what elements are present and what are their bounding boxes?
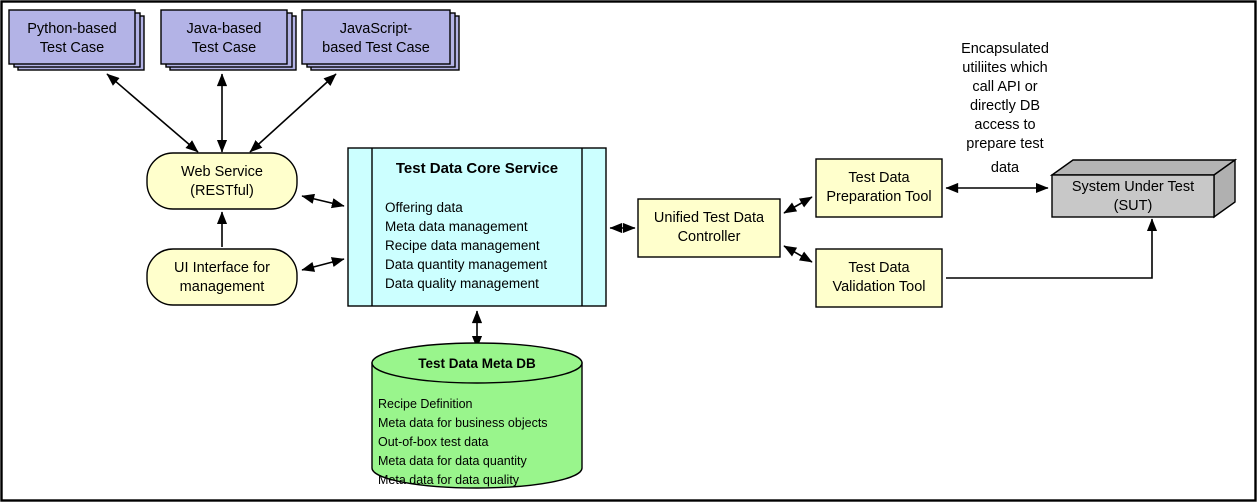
node-test-data-preparation-tool[interactable]: Test Data Preparation Tool — [815, 158, 943, 218]
node-test-data-core-service[interactable]: Test Data Core Service Offering data Met… — [347, 147, 607, 307]
node-test-data-meta-db[interactable]: Test Data Meta DB Recipe Definition Meta… — [371, 342, 583, 489]
core-service-feature-3: Recipe data management — [385, 238, 540, 253]
preparation-tool-shape — [815, 158, 943, 218]
sut-label-1: System Under Test — [1072, 179, 1194, 195]
annotation-line-5: access to — [974, 117, 1035, 133]
preparation-tool-label-2: Preparation Tool — [826, 189, 931, 205]
annotation-line-4: directly DB — [970, 98, 1040, 114]
node-javascript-test-case[interactable]: JavaScript- based Test Case — [301, 9, 460, 71]
annotation-line-6: prepare test — [966, 136, 1043, 152]
sut-front-face — [1051, 174, 1215, 218]
core-service-title: Test Data Core Service — [396, 160, 558, 177]
database-entry-2: Meta data for business objects — [378, 416, 548, 430]
validation-tool-label-2: Validation Tool — [833, 279, 926, 295]
annotation-line-7: data — [991, 160, 1020, 176]
connector-webservice-coreservice — [301, 193, 345, 209]
python-test-case-label-1: Python-based — [27, 21, 116, 37]
javascript-card-front — [301, 9, 451, 65]
validation-tool-label-1: Test Data — [848, 260, 910, 276]
node-web-service[interactable]: Web Service (RESTful) — [146, 152, 298, 210]
sut-label-2: (SUT) — [1114, 198, 1153, 214]
node-ui-interface[interactable]: UI Interface for management — [146, 248, 298, 306]
web-service-label-2: (RESTful) — [190, 183, 254, 199]
javascript-test-case-label-1: JavaScript- — [340, 21, 413, 37]
database-entry-1: Recipe Definition — [378, 397, 473, 411]
ui-interface-label-1: UI Interface for — [174, 260, 270, 276]
core-service-feature-2: Meta data management — [385, 219, 528, 234]
core-service-feature-1: Offering data — [385, 200, 463, 215]
database-top-ellipse — [371, 342, 583, 384]
node-test-data-validation-tool[interactable]: Test Data Validation Tool — [815, 248, 943, 308]
connector-python-webservice — [106, 73, 199, 153]
web-service-shape — [146, 152, 298, 210]
ui-interface-label-2: management — [180, 279, 265, 295]
database-body — [371, 362, 583, 489]
annotation-line-1: Encapsulated — [961, 41, 1049, 57]
connector-controller-preparation — [783, 196, 813, 214]
node-java-test-case[interactable]: Java-based Test Case — [160, 9, 297, 71]
controller-shape — [637, 198, 781, 258]
connector-javascript-webservice — [249, 73, 337, 153]
database-entry-4: Meta data for data quantity — [378, 454, 527, 468]
connector-validation-sut — [946, 218, 1158, 279]
core-service-feature-5: Data quality management — [385, 276, 539, 291]
core-service-shape — [347, 147, 607, 307]
sut-top-face — [1049, 159, 1238, 176]
python-card-front — [8, 9, 136, 65]
node-python-test-case[interactable]: Python-based Test Case — [8, 9, 145, 71]
python-test-case-label-2: Test Case — [40, 40, 104, 56]
java-card-front — [160, 9, 288, 65]
controller-label-1: Unified Test Data — [654, 210, 765, 226]
node-unified-test-data-controller[interactable]: Unified Test Data Controller — [637, 198, 781, 258]
annotation-encapsulated-utilities: Encapsulated utiliites which call API or… — [961, 41, 1049, 176]
connector-ui-coreservice — [301, 257, 345, 272]
validation-tool-shape — [815, 248, 943, 308]
node-system-under-test[interactable]: System Under Test (SUT) — [1049, 158, 1238, 219]
core-service-feature-4: Data quantity management — [385, 257, 547, 272]
annotation-line-2: utiliites which — [962, 60, 1047, 76]
controller-label-2: Controller — [678, 229, 741, 245]
preparation-tool-label-1: Test Data — [848, 170, 910, 186]
database-entry-3: Out-of-box test data — [378, 435, 489, 449]
java-test-case-label-2: Test Case — [192, 40, 256, 56]
annotation-line-3: call API or — [972, 79, 1037, 95]
java-test-case-label-1: Java-based — [187, 21, 262, 37]
ui-interface-shape — [146, 248, 298, 306]
database-title: Test Data Meta DB — [418, 356, 536, 371]
javascript-test-case-label-2: based Test Case — [322, 40, 430, 56]
database-entry-5: Meta data for data quality — [378, 473, 520, 487]
web-service-label-1: Web Service — [181, 164, 263, 180]
connector-controller-validation — [783, 245, 813, 263]
